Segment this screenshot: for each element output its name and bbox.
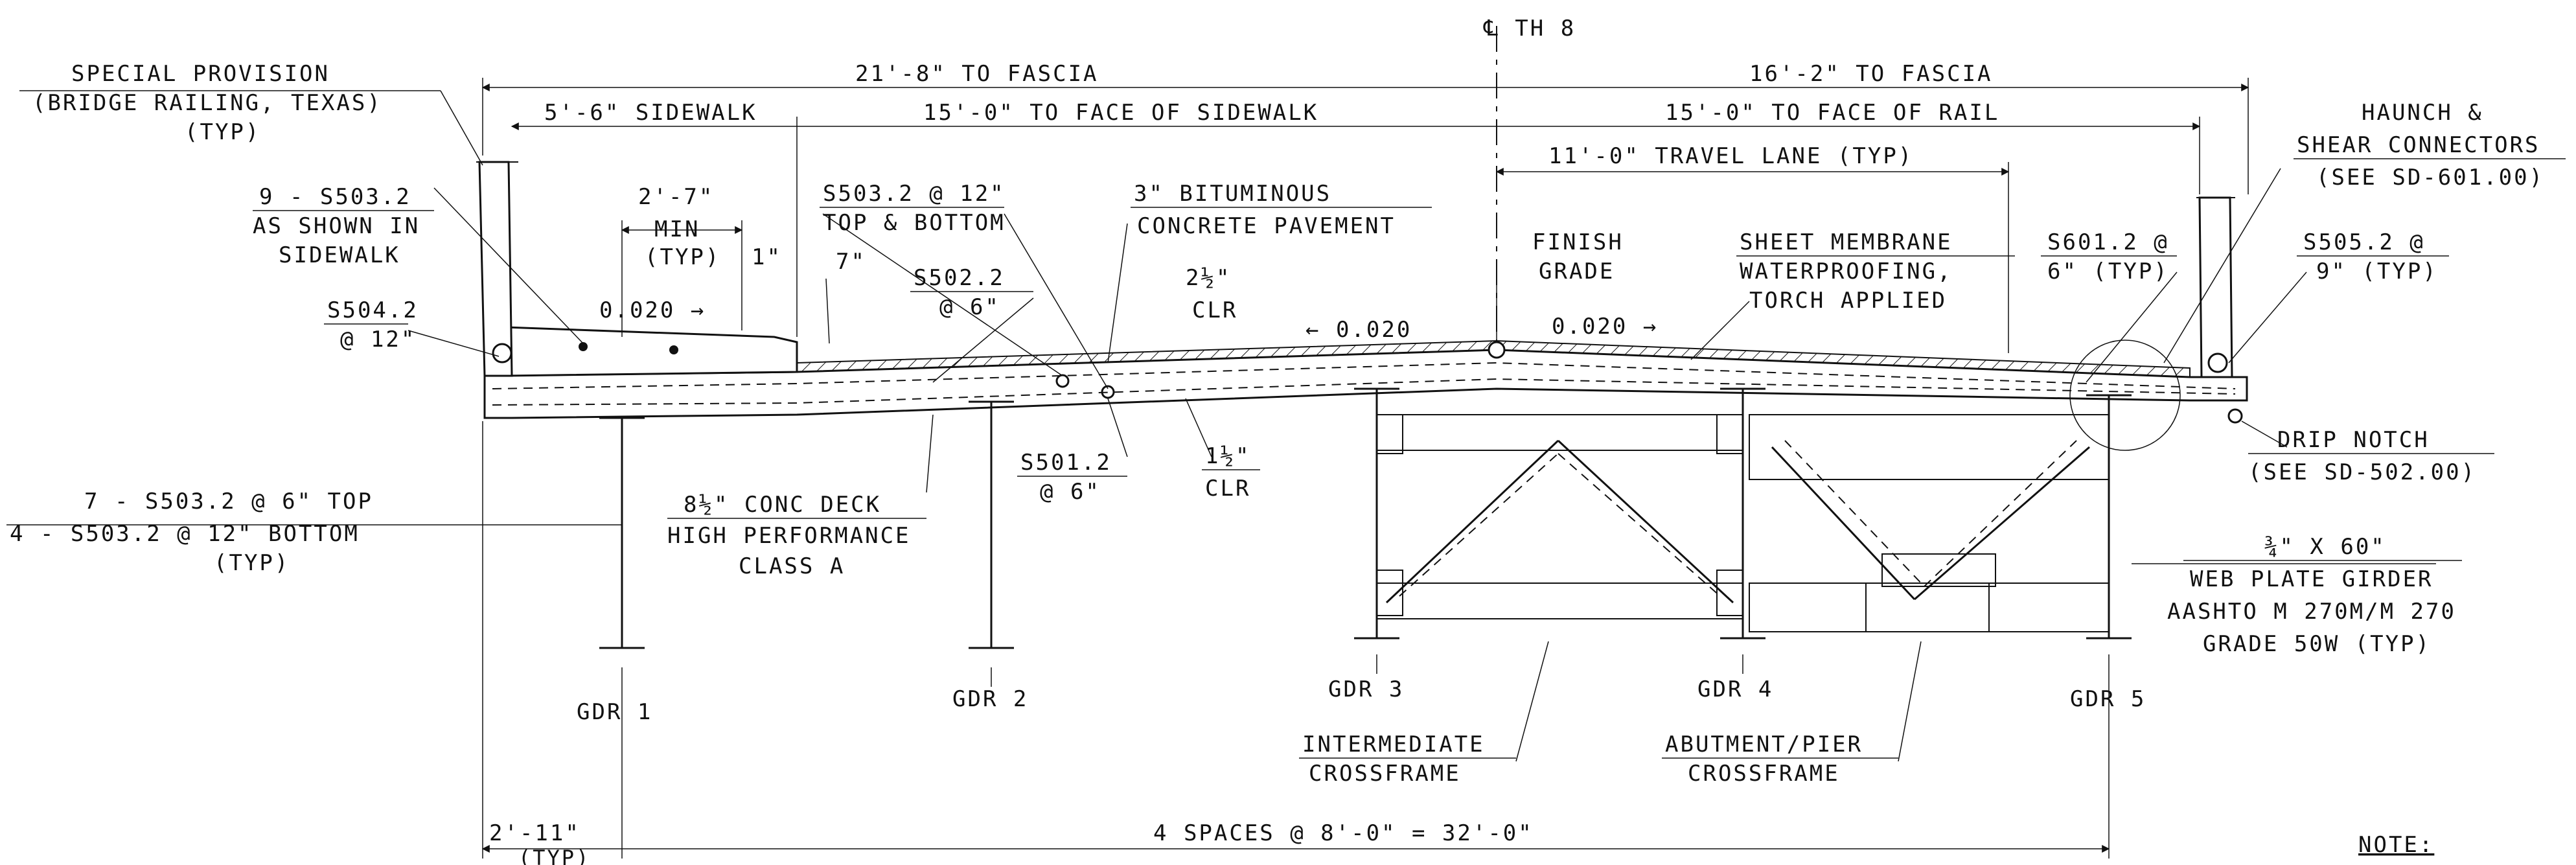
note-seven-line3: (TYP) xyxy=(214,550,290,576)
intermediate-crossframe xyxy=(1376,414,1743,619)
dim-right-fascia: 16'-2" TO FASCIA xyxy=(1749,61,1993,87)
note-web-line1: ¾" X 60" xyxy=(2264,534,2386,560)
note-special-line3: (TYP) xyxy=(185,119,260,145)
rebar-dots xyxy=(492,341,2243,424)
centerline-label: ℄ TH 8 xyxy=(1483,16,1576,41)
girder-label-4: GDR 4 xyxy=(1697,676,1773,702)
note-special-line1: SPECIAL PROVISION xyxy=(71,61,330,87)
note-web-line3: AASHTO M 270M/M 270 xyxy=(2167,599,2456,625)
note-finish-line1: FINISH xyxy=(1532,229,1624,255)
note-membrane-line3: TORCH APPLIED xyxy=(1749,288,1947,314)
dim-clr-bot-line1: 1½" xyxy=(1205,443,1250,469)
note-haunch-line1: HAUNCH & xyxy=(2362,100,2483,126)
note-deck-line2: HIGH PERFORMANCE xyxy=(667,523,911,549)
dim-min-line2: MIN xyxy=(654,216,700,242)
dim-face-rail: 15'-0" TO FACE OF RAIL xyxy=(1665,100,1999,126)
leader-lines xyxy=(408,90,2436,762)
dim-overhang-line1: 2'-11" xyxy=(489,820,581,846)
callout-underlines xyxy=(6,90,2566,759)
deck-section xyxy=(476,161,2248,451)
note-web-line4: GRADE 50W (TYP) xyxy=(2203,631,2431,657)
sidewalk-block xyxy=(504,326,798,377)
dim-clr-top-line2: CLR xyxy=(1192,297,1237,323)
note-seven-line1: 7 - S503.2 @ 6" TOP xyxy=(84,489,373,514)
dim-travel-lane: 11'-0" TRAVEL LANE (TYP) xyxy=(1548,143,1913,169)
dimension-lines xyxy=(481,78,2249,859)
girder-labels: GDR 1 GDR 2 GDR 3 GDR 4 GDR 5 xyxy=(577,676,2146,725)
note-haunch-line2: SHEAR CONNECTORS xyxy=(2297,132,2540,158)
dimension-labels: 21'-8" TO FASCIA 16'-2" TO FASCIA 5'-6" … xyxy=(489,61,1999,865)
note-special-line2: (BRIDGE RAILING, TEXAS) xyxy=(32,90,382,116)
note-nine-line2: AS SHOWN IN xyxy=(253,213,420,239)
note-s5032-line1: S503.2 @ 12" xyxy=(823,181,1006,207)
abutment-pier-crossframe xyxy=(1749,414,2110,632)
girder-label-3: GDR 3 xyxy=(1328,676,1404,702)
note-abut-line2: CROSSFRAME xyxy=(1688,761,1840,787)
note-membrane-line1: SHEET MEMBRANE xyxy=(1740,229,1953,255)
dim-spaces: 4 SPACES @ 8'-0" = 32'-0" xyxy=(1153,820,1534,846)
note-s5052-line1: S505.2 @ xyxy=(2303,229,2425,255)
slope-left-walk: 0.020 → xyxy=(599,297,706,323)
callout-notes: SPECIAL PROVISION (BRIDGE RAILING, TEXAS… xyxy=(10,61,2544,858)
note-heading: NOTE: xyxy=(2358,832,2434,858)
note-s5022-line2: @ 6" xyxy=(939,294,1000,320)
left-barrier-post xyxy=(478,161,513,377)
dim-one-inch: 1" xyxy=(752,244,782,270)
note-web-line2: WEB PLATE GIRDER xyxy=(2190,566,2433,592)
note-s5032-line2: TOP & BOTTOM xyxy=(823,210,1006,236)
note-inter-line1: INTERMEDIATE xyxy=(1302,732,1485,757)
dim-face-sidewalk: 15'-0" TO FACE OF SIDEWALK xyxy=(923,100,1318,126)
girder-label-5: GDR 5 xyxy=(2070,686,2146,712)
note-bit-line2: CONCRETE PAVEMENT xyxy=(1137,213,1396,239)
dim-overhang-line2: (TYP) xyxy=(518,846,590,865)
dim-left-fascia: 21'-8" TO FASCIA xyxy=(855,61,1099,87)
note-s5052-line2: 9" (TYP) xyxy=(2316,259,2438,284)
dim-min-line3: (TYP) xyxy=(645,244,720,270)
note-s6012-line2: 6" (TYP) xyxy=(2047,259,2169,284)
note-s5042-line1: S504.2 xyxy=(327,297,419,323)
note-inter-line2: CROSSFRAME xyxy=(1309,761,1461,787)
slope-center-left: ← 0.020 xyxy=(1305,317,1412,343)
note-deck-line1: 8½" CONC DECK xyxy=(684,492,881,518)
dim-clr-top-line1: 2½" xyxy=(1186,265,1231,291)
note-haunch-line3: (SEE SD-601.00) xyxy=(2316,165,2544,190)
note-drip-line1: DRIP NOTCH xyxy=(2277,427,2430,453)
note-nine-line1: 9 - S503.2 xyxy=(259,184,411,210)
slope-center-right: 0.020 → xyxy=(1552,314,1658,340)
note-abut-line1: ABUTMENT/PIER xyxy=(1665,732,1863,757)
dim-seven-inch: 7" xyxy=(836,249,866,275)
girder-label-1: GDR 1 xyxy=(577,699,652,725)
note-s5022-line1: S502.2 xyxy=(914,265,1005,291)
note-s5042-line2: @ 12" xyxy=(340,327,416,352)
dim-min-line1: 2'-7" xyxy=(638,184,714,210)
note-s6012-line1: S601.2 @ xyxy=(2047,229,2169,255)
note-deck-line3: CLASS A xyxy=(739,553,845,579)
girder-label-2: GDR 2 xyxy=(952,686,1028,712)
note-drip-line2: (SEE SD-502.00) xyxy=(2248,459,2476,485)
right-barrier-post xyxy=(2198,196,2233,378)
haunch-detail-circle xyxy=(2069,340,2181,451)
dim-sidewalk: 5'-6" SIDEWALK xyxy=(544,100,757,126)
note-membrane-line2: WATERPROOFING, xyxy=(1740,259,1953,284)
dim-clr-bot-line2: CLR xyxy=(1205,476,1250,502)
note-bit-line1: 3" BITUMINOUS xyxy=(1134,181,1331,207)
note-s5012-line2: @ 6" xyxy=(1040,479,1101,505)
note-nine-line3: SIDEWALK xyxy=(279,242,400,268)
note-finish-line2: GRADE xyxy=(1539,259,1615,284)
slope-labels: 0.020 → ← 0.020 0.020 → xyxy=(599,297,1658,343)
note-s5012-line1: S501.2 xyxy=(1020,450,1112,476)
